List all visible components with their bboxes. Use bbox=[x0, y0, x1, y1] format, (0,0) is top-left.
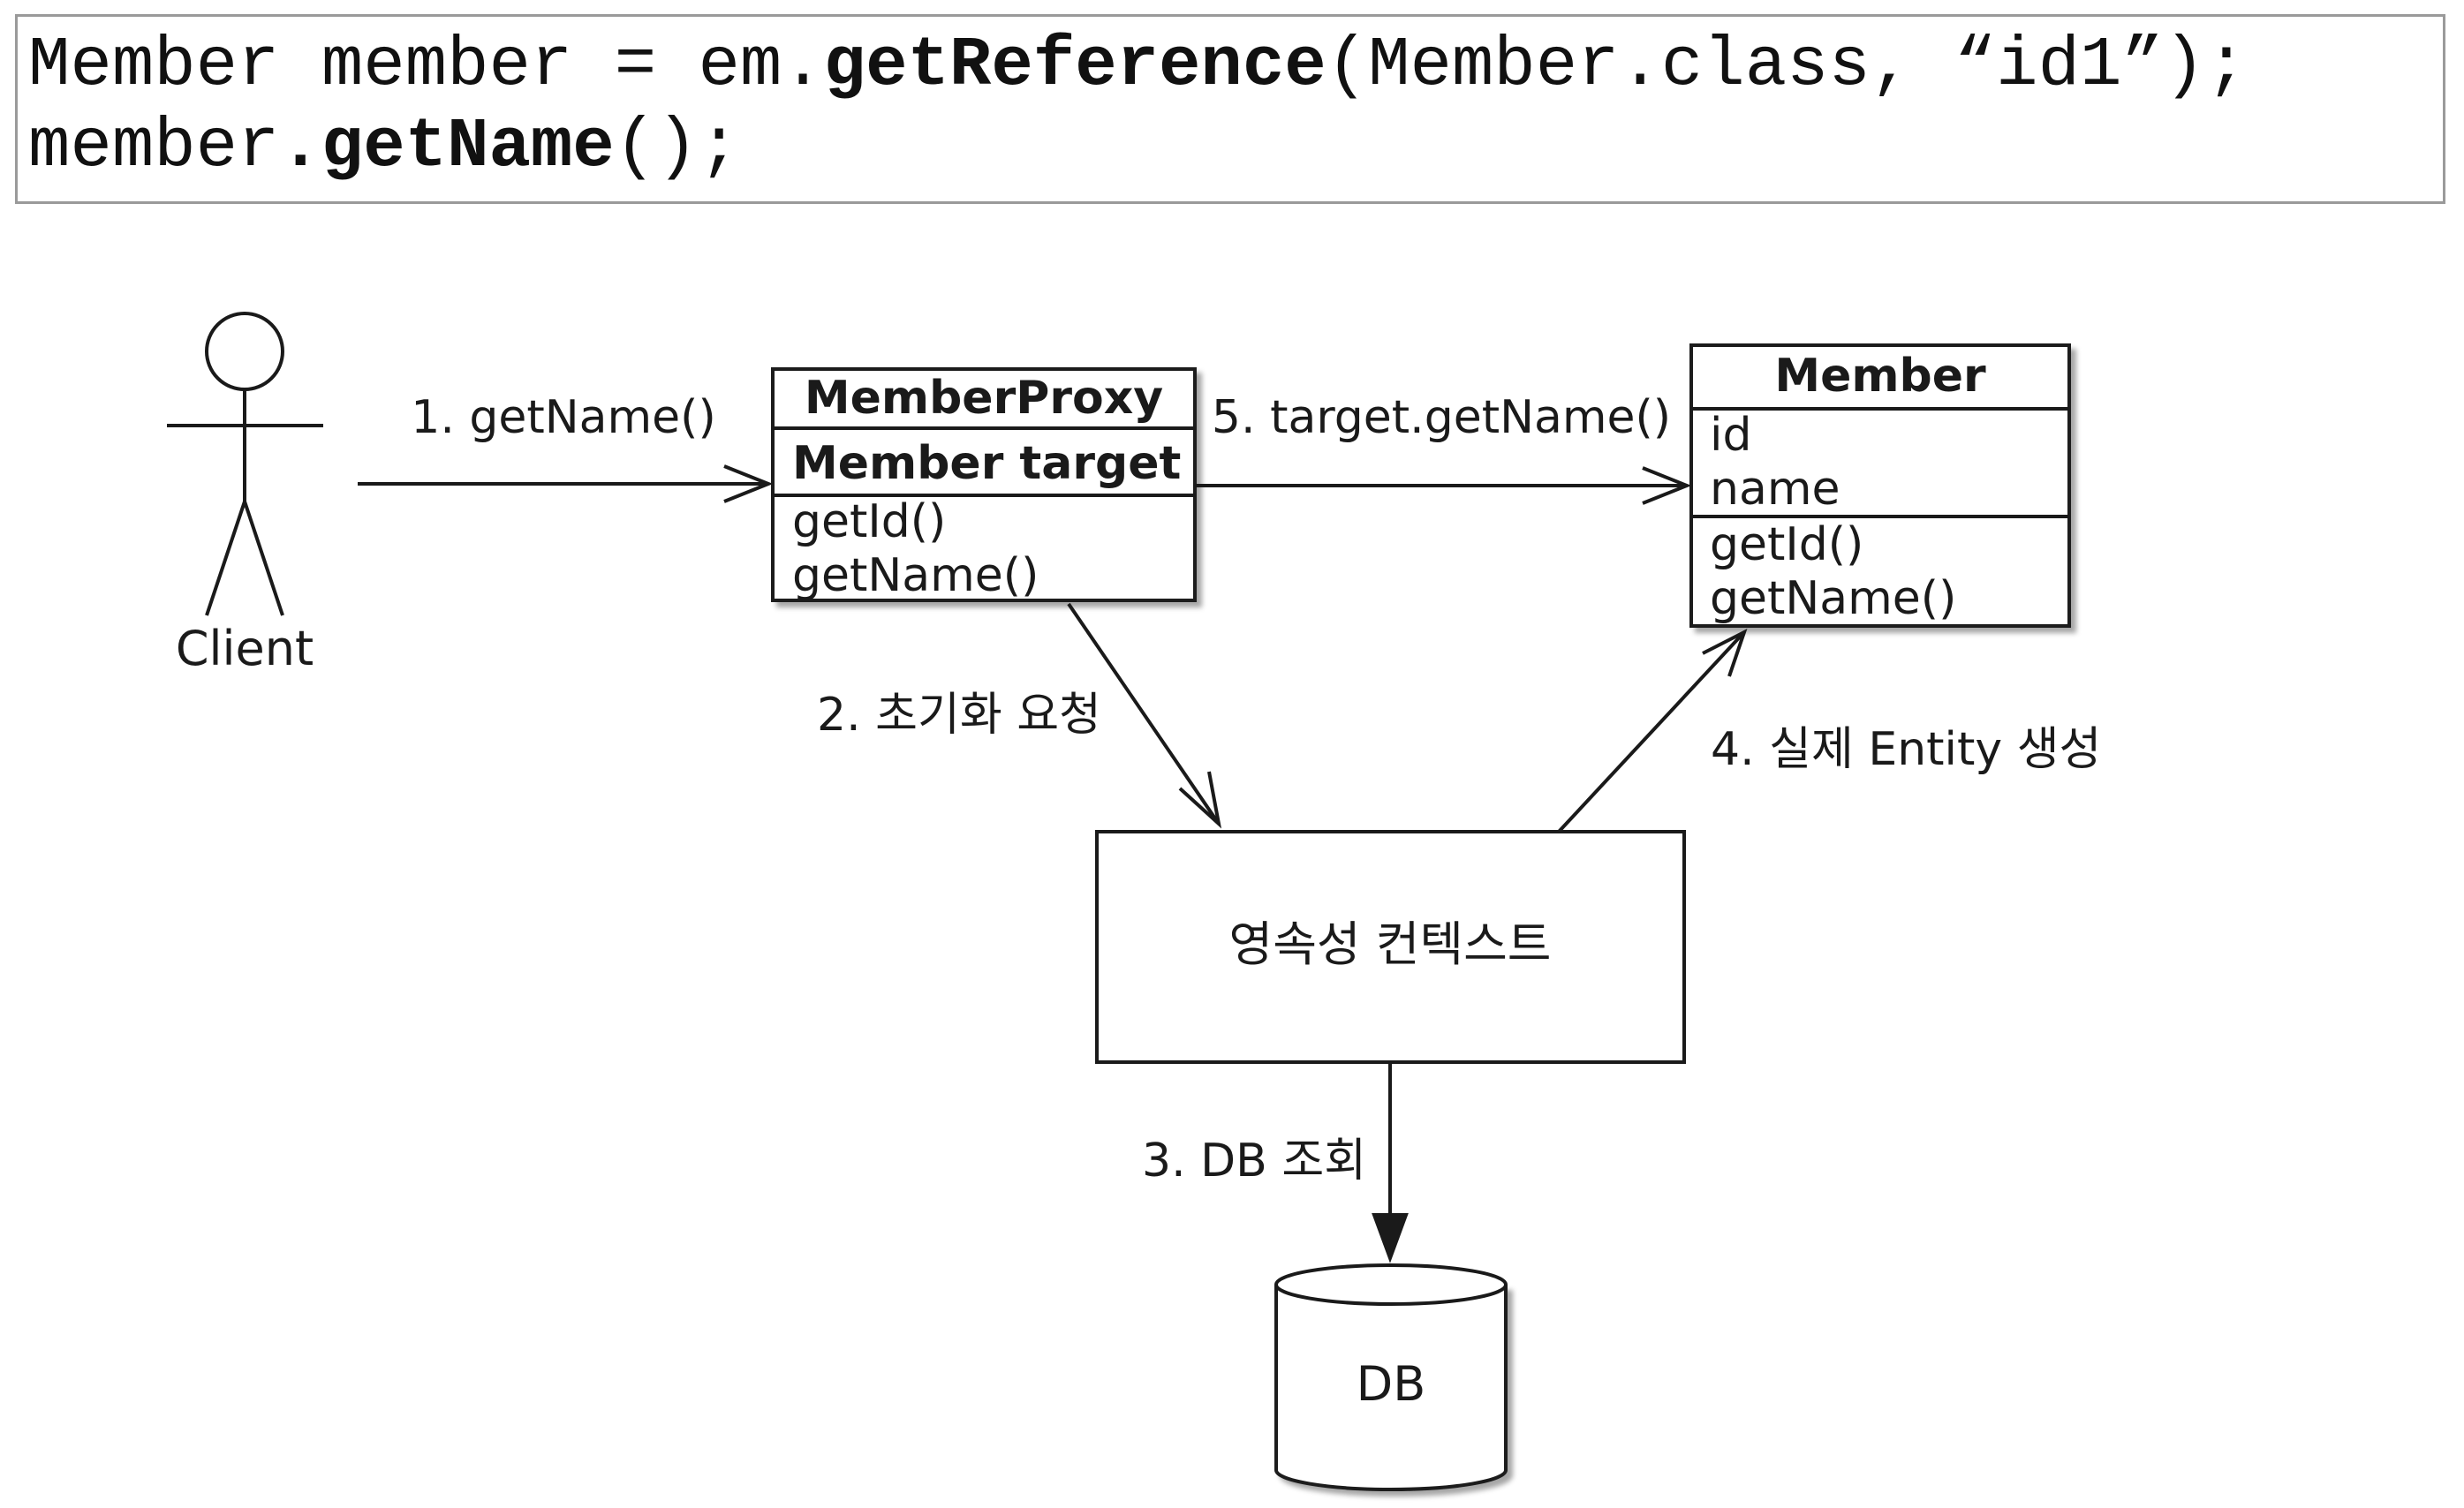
persistence-context-label: 영속성 컨텍스트 bbox=[1229, 916, 1552, 972]
step-4-label: 4. 실제 Entity 생성 bbox=[1711, 723, 2101, 776]
proxy-method: getName() bbox=[792, 549, 1039, 602]
database-cylinder-icon bbox=[1274, 1263, 1508, 1491]
step-2-label: 2. 초기화 요청 bbox=[817, 689, 1101, 742]
arrow-target-get-name bbox=[1195, 466, 1692, 505]
member-field: name bbox=[1710, 463, 1840, 516]
code-line-1: Member member = em.getReference(Member.c… bbox=[28, 26, 2248, 105]
member-entity-box bbox=[1689, 343, 2071, 628]
code-text: (Member.class, “id1”); bbox=[1326, 26, 2248, 105]
member-field: id bbox=[1710, 409, 1751, 462]
step-5-label: 5. target.getName() bbox=[1212, 391, 1671, 444]
code-method: getReference bbox=[823, 26, 1326, 105]
arrow-get-name bbox=[358, 464, 774, 503]
code-method: .getName bbox=[279, 107, 615, 186]
proxy-field-target: Member target bbox=[792, 437, 1181, 490]
proxy-title: MemberProxy bbox=[805, 372, 1163, 425]
client-label: Client bbox=[176, 621, 314, 676]
code-text: member bbox=[28, 107, 280, 186]
step-3-label: 3. DB 조회 bbox=[1142, 1135, 1366, 1188]
code-snippet: Member member = em.getReference(Member.c… bbox=[15, 14, 2445, 204]
code-line-2: member.getName(); bbox=[28, 107, 740, 186]
member-method: getName() bbox=[1710, 572, 1956, 625]
arrow-db-query bbox=[1372, 1062, 1409, 1263]
member-title: Member bbox=[1774, 350, 1986, 403]
db-label: DB bbox=[1357, 1356, 1426, 1412]
persistence-context-box bbox=[1095, 830, 1686, 1064]
step-1-label: 1. getName() bbox=[411, 391, 716, 444]
arrow-init-request bbox=[1067, 602, 1222, 829]
code-text: Member member = em. bbox=[28, 26, 824, 105]
arrow-create-entity bbox=[1557, 628, 1748, 833]
code-text: (); bbox=[614, 107, 740, 186]
proxy-method: getId() bbox=[792, 495, 946, 548]
member-method: getId() bbox=[1710, 518, 1863, 571]
client-actor-icon bbox=[167, 312, 323, 616]
